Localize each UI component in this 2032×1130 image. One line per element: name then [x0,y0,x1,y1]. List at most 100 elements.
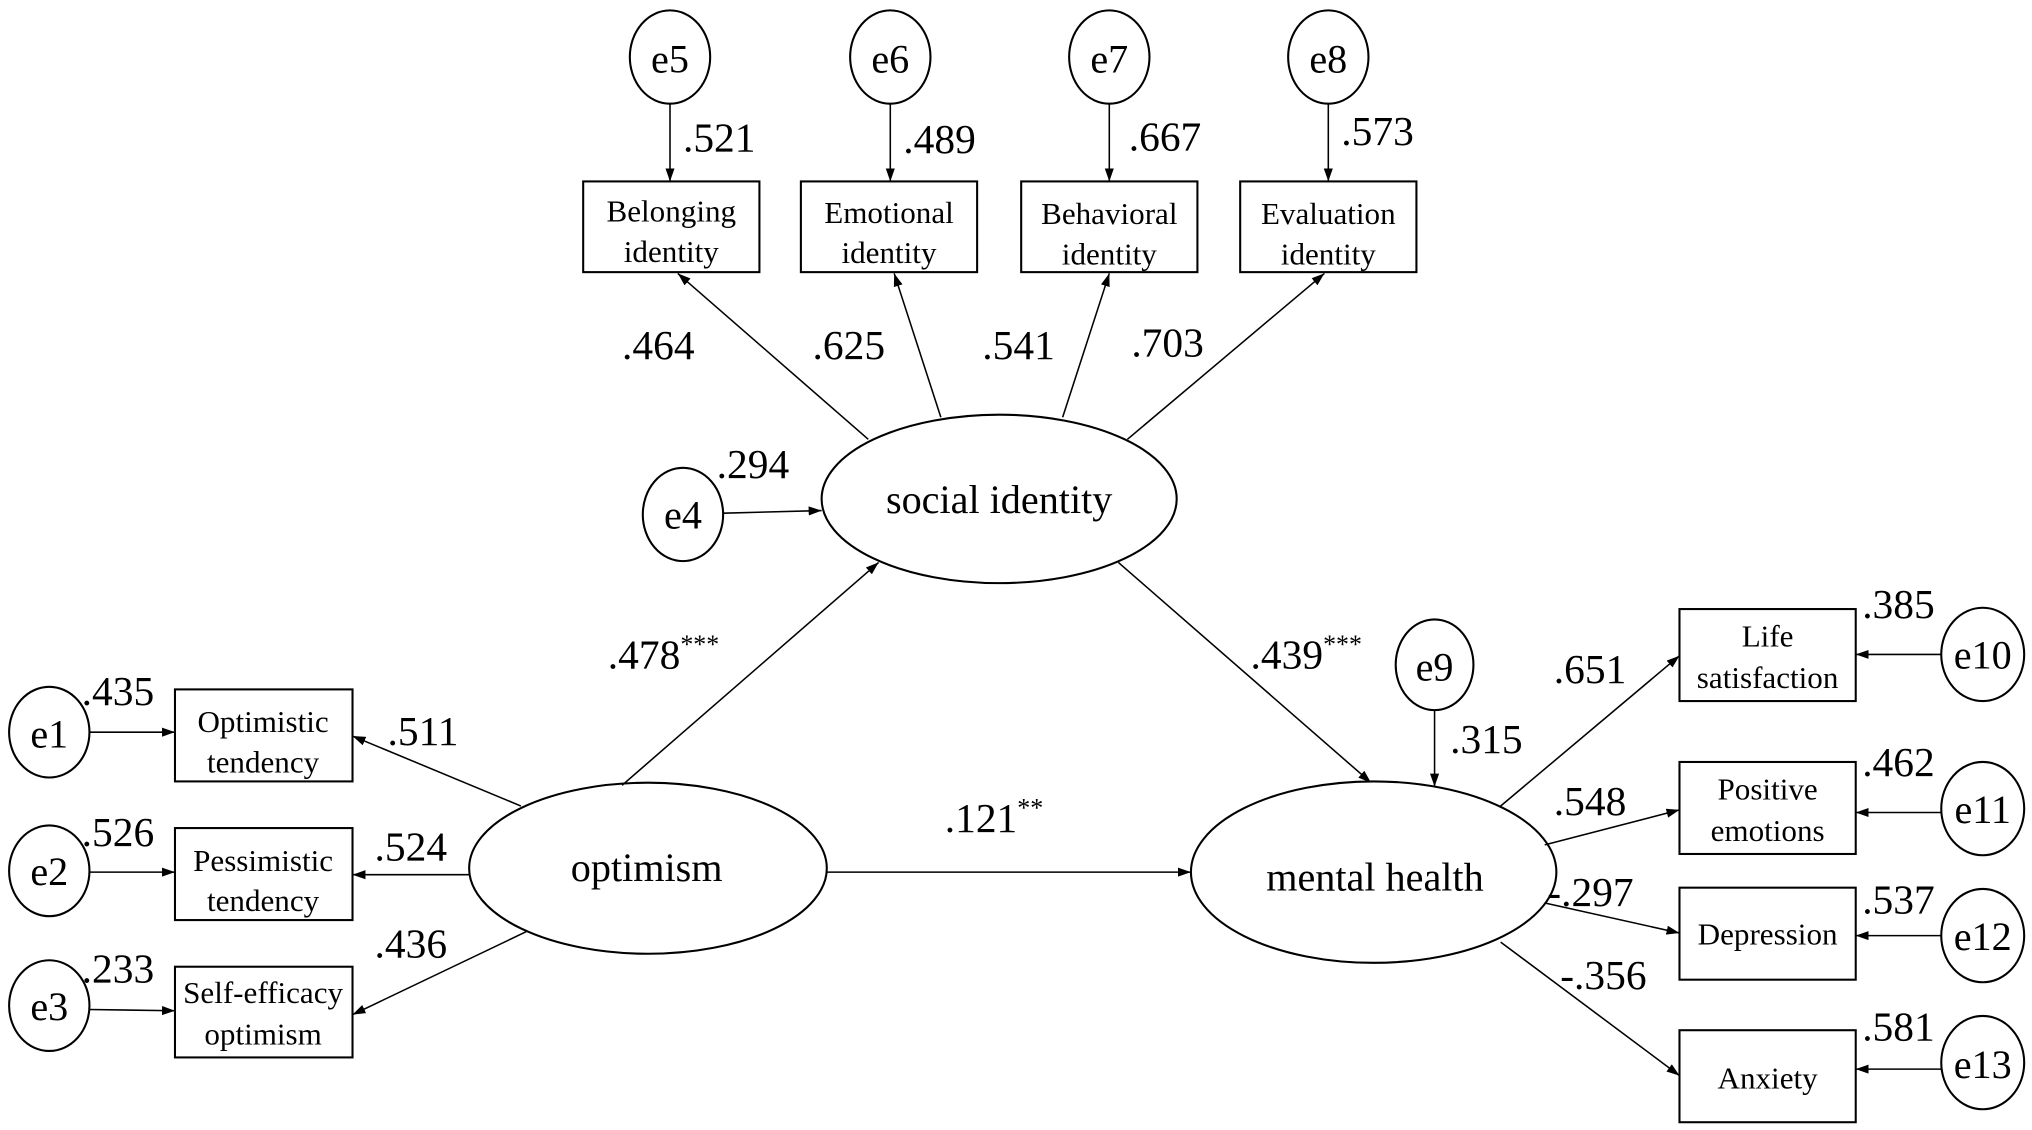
indicator-box-evaluation-identity [1239,180,1418,274]
indicator-label-behavioral-identity-line2: identity [1062,236,1157,271]
indicator-label-optimistic-tendency-line1: Optimistic [197,704,328,739]
indicator-label-evaluation-identity-line2: identity [1281,236,1376,271]
error-label-e1: e1 [30,712,68,757]
error-variance-e10: .385 [1862,581,1935,627]
error-variance-e7: .667 [1129,113,1202,159]
error-variance-e5: .521 [683,115,756,161]
error-label-e3: e3 [30,984,68,1029]
error-variance-e8: .573 [1341,108,1414,154]
path-arrow-optimism-to-social-identity [621,561,880,786]
indicator-label-belonging-identity-line2: identity [624,234,719,269]
path-coefficient-optimism-to-social-identity: .478 [608,632,681,678]
significance-stars-optimism-to-social-identity: *** [680,630,719,659]
indicator-label-belonging-identity-line1: Belonging [607,194,737,229]
loading-path-belonging-identity [677,272,869,440]
indicator-label-depression: Depression [1698,917,1838,952]
error-circle-e2 [8,824,91,918]
loading-path-life-satisfaction [1500,655,1680,807]
loading-value-emotional-identity: .625 [813,322,886,368]
error-circle-e11 [1940,760,2026,857]
path-coefficient-social-identity-to-mental-health: .439 [1251,632,1324,678]
path-coefficient-optimism-to-mental-health: .121 [945,795,1018,841]
latent-ellipse-optimism [468,781,828,955]
significance-stars-social-identity-to-mental-health: *** [1323,630,1362,659]
indicator-label-anxiety: Anxiety [1718,1061,1819,1096]
error-label-e4: e4 [664,493,702,538]
loading-path-self-efficacy-optimism [352,931,527,1016]
latent-label-mental-health: mental health [1266,854,1483,899]
error-label-e12: e12 [1954,914,2012,959]
indicator-box-optimistic-tendency [173,688,354,783]
loading-value-life-satisfaction: .651 [1554,646,1627,692]
loading-path-anxiety [1500,941,1680,1077]
error-variance-e4: .294 [717,441,790,487]
loading-path-positive-emotions [1544,808,1680,846]
error-arrow-e3 [89,1006,175,1016]
error-circle-e13 [1940,1014,2026,1111]
loading-value-optimistic-tendency: .511 [388,708,459,754]
error-circle-e4 [641,466,725,563]
error-variance-e13: .581 [1862,1004,1935,1050]
optimism-construct: optimism e1 .435 Optimistic tendency e2 … [8,668,828,1059]
indicator-label-optimistic-tendency-line2: tendency [207,744,320,779]
social-identity-indicators: e5 .521 Belonging identity e6 .489 Emoti… [582,9,1418,440]
path-label-social-identity-to-mental-health: .439*** [1251,630,1362,678]
error-variance-e6: .489 [903,116,976,162]
significance-stars-optimism-to-mental-health: ** [1017,793,1043,822]
loading-value-self-efficacy-optimism: .436 [375,921,448,967]
indicator-label-self-efficacy-optimism-line1: Self-efficacy [183,975,343,1010]
error-variance-e2: .526 [82,809,155,855]
indicator-label-positive-emotions-line2: emotions [1711,813,1825,848]
loading-path-emotional-identity [893,273,942,418]
indicator-box-belonging-identity [582,180,761,274]
indicator-box-emotional-identity [799,180,979,274]
loading-path-depression [1545,902,1680,935]
latent-ellipse-social-identity [820,413,1178,585]
error-variance-e1: .435 [82,668,155,714]
error-label-e5: e5 [651,37,689,82]
indicator-label-self-efficacy-optimism-line2: optimism [204,1016,321,1051]
error-arrow-e4 [723,506,822,516]
latent-label-optimism: optimism [571,845,723,890]
loading-value-belonging-identity: .464 [622,322,695,368]
loading-value-pessimistic-tendency: .524 [375,823,448,869]
social-identity-construct: social identity e4 .294 [641,413,1178,585]
error-variance-e11: .462 [1862,739,1935,785]
latent-label-social-identity: social identity [886,477,1112,522]
indicator-label-emotional-identity-line1: Emotional [824,195,954,230]
indicator-label-behavioral-identity-line1: Behavioral [1041,196,1178,231]
path-label-optimism-to-social-identity: .478*** [608,630,719,678]
indicator-box-positive-emotions [1678,760,1857,856]
mental-health-construct: mental health e9 .315 Life satisfaction … [1189,581,2026,1124]
loading-path-optimistic-tendency [352,735,522,807]
loading-path-evaluation-identity [1126,272,1325,440]
loading-value-positive-emotions: .548 [1554,778,1627,824]
error-label-e7: e7 [1090,37,1128,82]
error-variance-e9: .315 [1450,716,1523,762]
indicator-label-life-satisfaction-line1: Life [1742,619,1794,654]
loading-value-evaluation-identity: .703 [1131,319,1204,365]
indicator-box-self-efficacy-optimism [173,965,354,1059]
structural-paths: .478*** .439*** .121** [608,561,1372,877]
loading-value-anxiety: -.356 [1560,952,1646,998]
indicator-label-pessimistic-tendency-line2: tendency [207,883,320,918]
error-label-e9: e9 [1416,644,1454,689]
error-label-e13: e13 [1954,1042,2012,1087]
indicator-label-life-satisfaction-line2: satisfaction [1697,660,1839,695]
indicator-label-emotional-identity-line2: identity [842,235,937,270]
path-label-optimism-to-mental-health: .121** [945,793,1043,841]
error-label-e11: e11 [1954,787,2011,832]
indicator-label-pessimistic-tendency-line1: Pessimistic [193,843,333,878]
latent-ellipse-mental-health [1189,780,1558,964]
error-variance-e12: .537 [1862,877,1935,923]
indicator-box-behavioral-identity [1020,180,1199,274]
loading-value-behavioral-identity: .541 [982,322,1055,368]
indicator-label-evaluation-identity-line1: Evaluation [1261,196,1396,231]
error-circle-e3 [8,959,91,1052]
loading-path-behavioral-identity [1061,273,1111,418]
error-label-e8: e8 [1309,37,1347,82]
indicator-label-positive-emotions-line1: Positive [1717,772,1817,807]
error-variance-e3: .233 [82,945,155,991]
path-arrow-social-identity-to-mental-health [1117,561,1372,784]
